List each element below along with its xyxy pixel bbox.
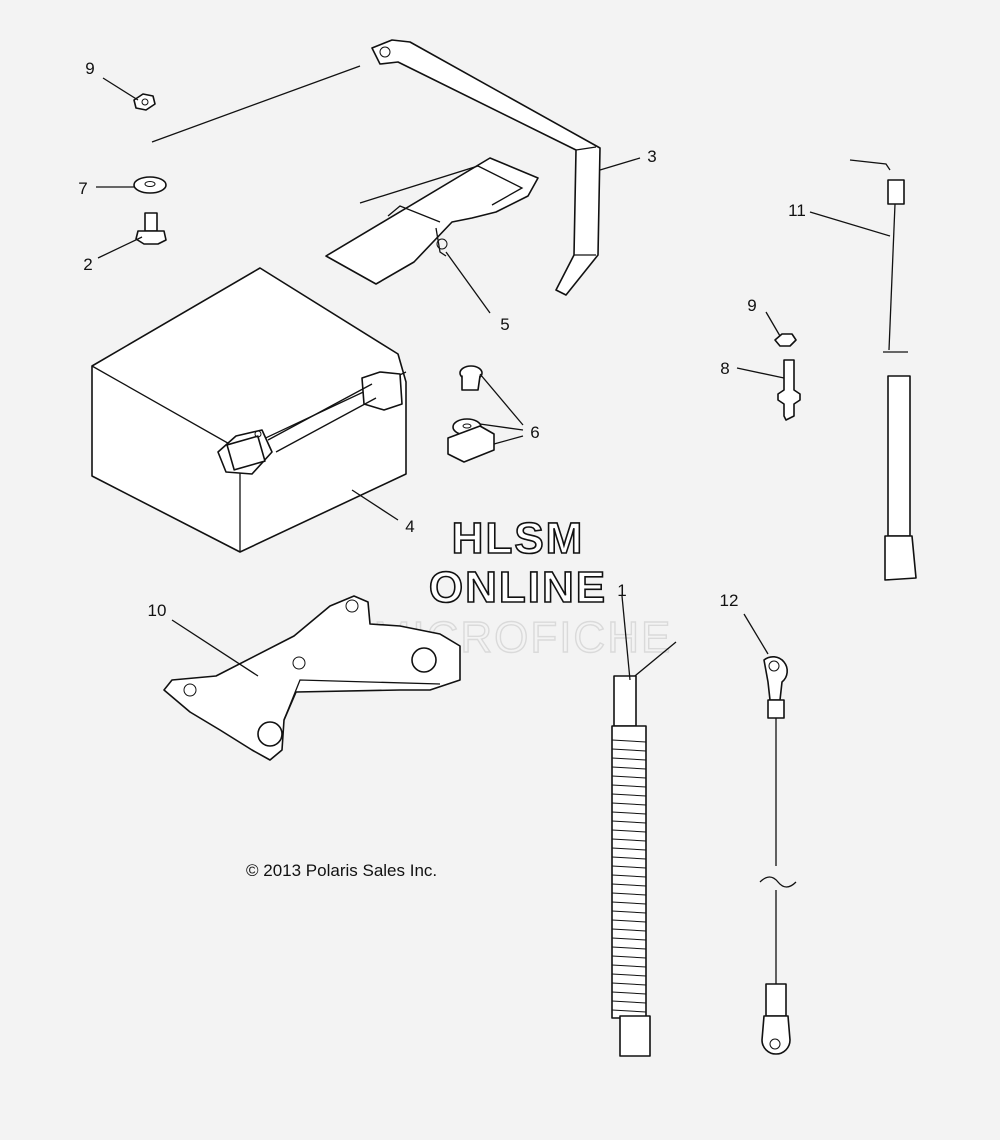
loom-rib: [611, 928, 647, 932]
loom-rib: [611, 739, 647, 743]
loom-rib: [611, 973, 647, 977]
part-2-bolt: [135, 212, 167, 245]
loom-rib: [611, 919, 647, 923]
loom-rib: [611, 937, 647, 941]
callout-7: 7: [78, 179, 87, 198]
loom-rib: [611, 820, 647, 824]
part-3-strap: [371, 39, 601, 296]
loom-rib: [611, 802, 647, 806]
part-11-cable: [849, 159, 917, 581]
watermark-line-1: HLSM: [452, 514, 585, 563]
callout-12: 12: [720, 591, 739, 610]
loom-rib: [611, 991, 647, 995]
loom-rib: [611, 748, 647, 752]
loom-rib: [611, 784, 647, 788]
part-4-battery: [91, 267, 407, 553]
loom-rib: [611, 892, 647, 896]
callout-4: 4: [405, 517, 414, 536]
callout-6: 6: [530, 423, 539, 442]
callout-9: 9: [85, 59, 94, 78]
callouts: 9 7 2 3 5 11 9 8 6 4 10 1 12: [78, 59, 806, 620]
loom-rib: [611, 982, 647, 986]
watermark-line-2: ONLINE: [429, 563, 607, 612]
callout-8: 8: [720, 359, 729, 378]
watermark: MICROFICHE HLSM ONLINE: [373, 513, 671, 663]
callout-9-right: 9: [747, 296, 756, 315]
part-1-loom-ribs: [611, 739, 647, 1013]
loom-rib: [611, 856, 647, 860]
loom-rib: [611, 865, 647, 869]
loom-rib: [611, 811, 647, 815]
part-9-nut: [133, 93, 156, 111]
part-12-cable: [759, 656, 797, 1055]
part-6-hardware: [447, 365, 495, 463]
loom-rib: [611, 838, 647, 842]
part-7-washer: [133, 176, 167, 194]
loom-rib: [611, 955, 647, 959]
loom-rib: [611, 964, 647, 968]
loom-rib: [611, 766, 647, 770]
part-10-tray: [163, 595, 461, 761]
loom-rib: [611, 847, 647, 851]
loom-rib: [611, 874, 647, 878]
callout-1: 1: [617, 581, 626, 600]
loom-rib: [611, 946, 647, 950]
loom-rib: [611, 901, 647, 905]
part-8-stud: [777, 359, 801, 421]
loom-rib: [611, 829, 647, 833]
loom-rib: [611, 757, 647, 761]
part-1-cable: [611, 641, 677, 1057]
callout-11: 11: [788, 201, 806, 220]
copyright-text: © 2013 Polaris Sales Inc.: [246, 861, 437, 880]
part-5-cover: [325, 157, 539, 285]
loom-rib: [611, 910, 647, 914]
loom-rib: [611, 1009, 647, 1013]
callout-10: 10: [148, 601, 167, 620]
leader-lines: [96, 65, 891, 681]
part-9-nut-right: [774, 333, 797, 347]
callout-3: 3: [647, 147, 656, 166]
loom-rib: [611, 793, 647, 797]
loom-rib: [611, 883, 647, 887]
callout-2: 2: [83, 255, 92, 274]
loom-rib: [611, 1000, 647, 1004]
callout-5: 5: [500, 315, 509, 334]
loom-rib: [611, 775, 647, 779]
